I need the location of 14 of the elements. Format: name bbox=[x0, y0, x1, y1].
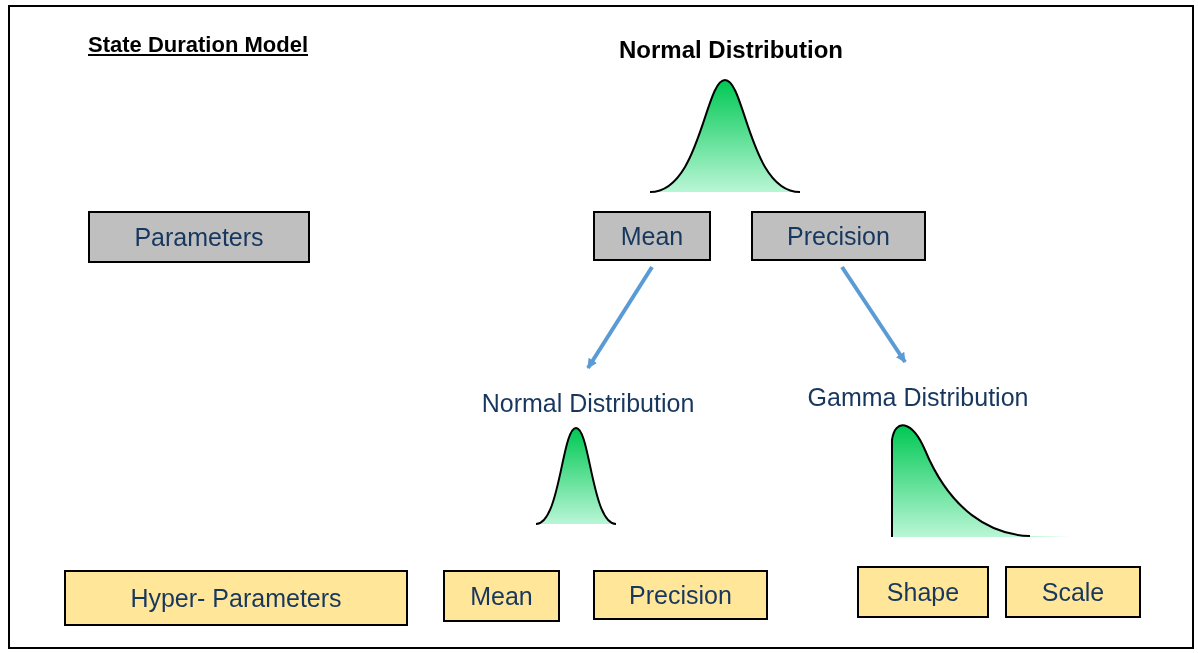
parameter-box: Precision bbox=[751, 211, 926, 261]
distribution-label: Normal Distribution bbox=[590, 34, 872, 66]
hyperparameter-box: Shape bbox=[857, 566, 989, 618]
distribution-label: Normal Distribution bbox=[463, 386, 713, 420]
hyperparameter-box: Hyper- Parameters bbox=[64, 570, 408, 626]
parameter-box: Mean bbox=[593, 211, 711, 261]
hyperparameter-box: Mean bbox=[443, 570, 560, 622]
hyperparameter-box: Precision bbox=[593, 570, 768, 620]
arrow bbox=[840, 265, 907, 364]
arrow bbox=[586, 265, 654, 370]
parameter-box: Parameters bbox=[88, 211, 310, 263]
distribution-label: Gamma Distribution bbox=[788, 380, 1048, 414]
diagram-title: State Duration Model bbox=[88, 32, 308, 58]
hyperparameter-box: Scale bbox=[1005, 566, 1141, 618]
